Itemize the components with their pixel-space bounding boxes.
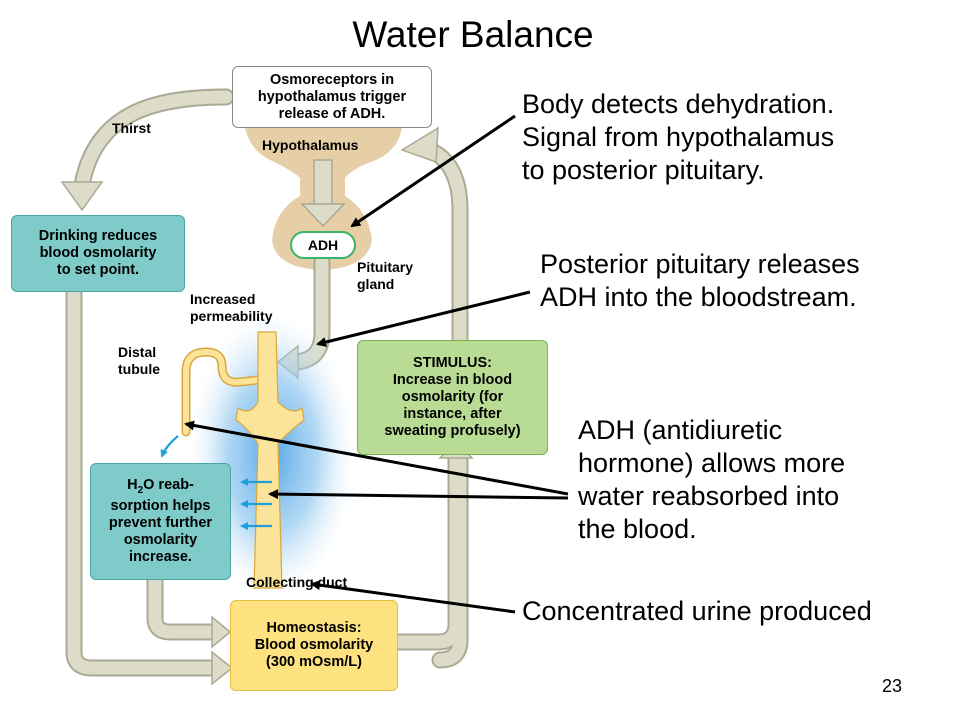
collecting-duct bbox=[235, 331, 305, 589]
distal-tubule-label: Distal tubule bbox=[118, 344, 160, 377]
callout-pointers bbox=[184, 114, 569, 614]
adh-badge: ADH bbox=[290, 231, 356, 259]
increased-permeability-label: Increased permeability bbox=[190, 291, 273, 324]
page-title: Water Balance bbox=[352, 14, 594, 55]
water-reabsorption-arrows bbox=[160, 435, 272, 530]
thirst-label: Thirst bbox=[112, 120, 151, 136]
callout-adh-release: Posterior pituitary releases ADH into th… bbox=[540, 249, 860, 312]
page-number: 23 bbox=[881, 676, 902, 696]
feedback-loop-arrows bbox=[65, 88, 469, 677]
stimulus-box: STIMULUS: Increase in blood osmolarity (… bbox=[357, 340, 548, 455]
callout-concentrated-urine: Concentrated urine produced bbox=[522, 596, 872, 626]
collecting-duct-label: Collecting duct bbox=[246, 574, 348, 590]
drinking-box: Drinking reduces blood osmolarity to set… bbox=[11, 215, 185, 292]
h2o-reabsorption-box: H2O reab- sorption helps prevent further… bbox=[90, 463, 231, 580]
hypothalamus-label: Hypothalamus bbox=[262, 137, 359, 153]
callout-adh-effect: ADH (antidiuretic hormone) allows more w… bbox=[578, 415, 846, 544]
callout-dehydration: Body detects dehydration. Signal from hy… bbox=[522, 89, 835, 185]
pituitary-gland-label: Pituitary gland bbox=[357, 259, 414, 292]
h2o-text: H2O reab- sorption helps prevent further… bbox=[108, 476, 213, 566]
homeostasis-box: Homeostasis: Blood osmolarity (300 mOsm/… bbox=[230, 600, 398, 691]
osmoreceptors-box: Osmoreceptors in hypothalamus trigger re… bbox=[232, 66, 432, 128]
hypothalamus-to-pituitary-arrow bbox=[300, 159, 346, 228]
